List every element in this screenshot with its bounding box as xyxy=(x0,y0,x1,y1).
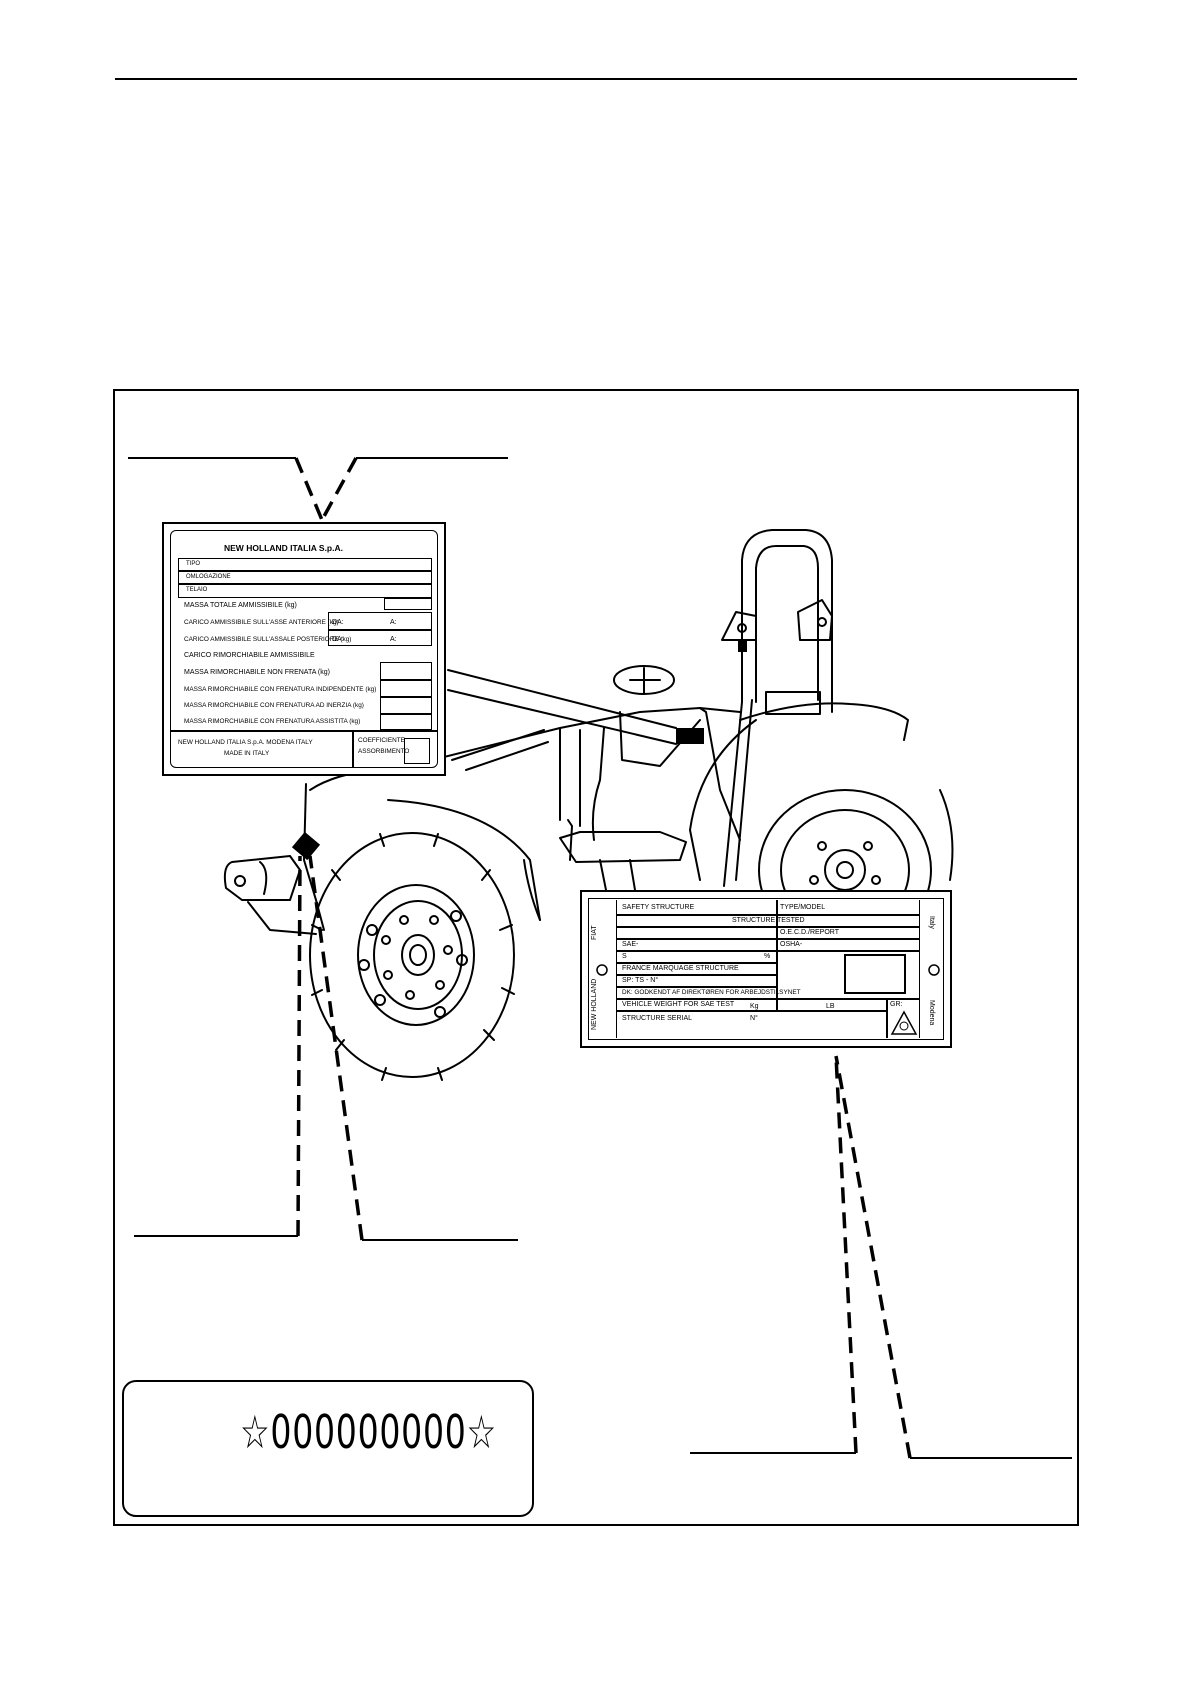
id-front-axle: CARICO AMMISSIBILE SULL'ASSE ANTERIORE (… xyxy=(184,619,339,626)
safety-vehicle-weight: VEHICLE WEIGHT FOR SAE TEST xyxy=(622,1001,735,1008)
id-unbraked: MASSA RIMORCHIABILE NON FRENATA (kg) xyxy=(184,669,330,676)
safety-kg: Kg xyxy=(750,1003,759,1010)
id-a-rear: A: xyxy=(390,636,397,643)
safety-structure-plate: FIAT NEW HOLLAND Italy Modena SAFETY STR… xyxy=(580,890,952,1048)
front-wheel xyxy=(309,832,515,1081)
rops-bracket-right xyxy=(797,599,833,641)
serial-number-text: ☆000000000☆ xyxy=(240,1405,497,1459)
leader-6 xyxy=(834,1055,912,1459)
safety-france: FRANCE MARQUAGE STRUCTURE xyxy=(622,965,739,972)
safety-s: S xyxy=(622,953,627,960)
id-maker-line1: NEW HOLLAND ITALIA S.p.A. MODENA ITALY xyxy=(178,739,313,746)
front-label-position-marker xyxy=(291,831,321,861)
id-towable: CARICO RIMORCHIABILE AMMISSIBILE xyxy=(184,652,315,659)
id-mass-total: MASSA TOTALE AMMISSIBILE (kg) xyxy=(184,602,297,609)
safety-structure-tested: STRUCTURE TESTED xyxy=(732,917,805,924)
id-plate-title: NEW HOLLAND ITALIA S.p.A. xyxy=(224,543,343,553)
safety-lb: LB xyxy=(826,1003,835,1010)
id-coeff-line1: COEFFICIENTE xyxy=(358,737,405,744)
id-da-rear: DA: xyxy=(332,636,344,643)
safety-oecd: O.E.C.D./REPORT xyxy=(780,929,839,936)
id-coeff-line2: ASSORBIMENTO xyxy=(358,748,410,755)
safety-type-model: TYPE/MODEL xyxy=(780,904,826,911)
id-plate-leader-top xyxy=(447,669,677,745)
id-rear-axle: CARICO AMMISSIBILE SULL'ASSALE POSTERIOR… xyxy=(184,636,352,643)
safety-left-top: FIAT xyxy=(591,925,598,940)
id-independent: MASSA RIMORCHIABILE CON FRENATURA INDIPE… xyxy=(184,686,377,693)
leader-4 xyxy=(308,855,364,1241)
safety-pct: % xyxy=(764,953,771,960)
identification-plate: NEW HOLLAND ITALIA S.p.A. TIPO OMLOGAZIO… xyxy=(162,522,446,776)
safety-right-bottom: Modena xyxy=(928,1000,935,1026)
leader-5 xyxy=(834,1055,858,1454)
safety-plate-holes xyxy=(596,964,940,976)
id-inertia: MASSA RIMORCHIABILE CON FRENATURA AD INE… xyxy=(184,702,364,709)
id-row-telaio: TELAIO xyxy=(186,587,208,593)
leader-1 xyxy=(294,457,324,521)
id-row-tipo: TIPO xyxy=(186,561,201,567)
id-row-omologazione: OMLOGAZIONE xyxy=(186,574,231,580)
serial-number-box xyxy=(122,1380,534,1517)
top-rule xyxy=(115,78,1077,80)
id-maker-line2: MADE IN ITALY xyxy=(224,750,270,757)
front-fender xyxy=(387,799,541,921)
rear-fender xyxy=(739,702,909,741)
rops-label-position-marker xyxy=(738,640,747,652)
id-assisted: MASSA RIMORCHIABILE CON FRENATURA ASSIST… xyxy=(184,718,361,725)
id-plate-position-marker xyxy=(676,728,704,744)
safety-structure-label: SAFETY STRUCTURE xyxy=(622,904,695,911)
safety-sae: SAE- xyxy=(622,941,639,948)
safety-right-top: Italy xyxy=(928,916,935,929)
triangle-mark-icon xyxy=(890,1010,918,1035)
safety-dk: DK: GODKENDT AF DIREKTØREN FOR ARBEJDSTI… xyxy=(622,989,801,996)
safety-sp: SP: TS - N° xyxy=(622,977,659,984)
safety-left-side: NEW HOLLAND xyxy=(591,978,598,1030)
safety-gr: GR: xyxy=(890,1001,903,1008)
front-bumper xyxy=(223,855,301,901)
figure-frame xyxy=(113,389,1079,1526)
safety-n: N° xyxy=(750,1015,758,1022)
id-da-front: DA: xyxy=(332,619,344,626)
rops-frame xyxy=(741,529,833,713)
safety-osha: OSHA- xyxy=(780,941,803,948)
leader-2 xyxy=(320,457,358,521)
id-a-front: A: xyxy=(390,619,397,626)
front-grille xyxy=(303,783,325,931)
safety-structure-serial: STRUCTURE SERIAL xyxy=(622,1015,693,1022)
leader-3 xyxy=(296,855,302,1237)
